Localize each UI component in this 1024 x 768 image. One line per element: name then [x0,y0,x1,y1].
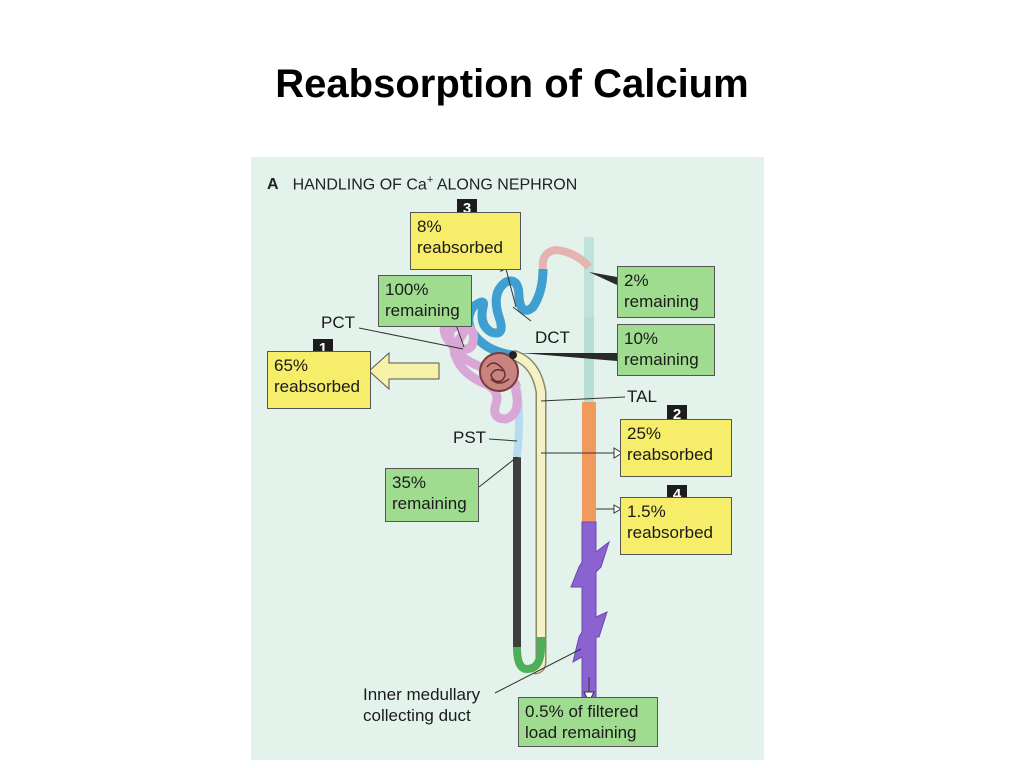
box-final-line2: load remaining [525,723,637,742]
box-100-text: remaining [385,301,460,320]
pst-pointer [488,438,518,442]
panel-letter: A [267,176,279,194]
box-1-5-reabsorbed: 1.5% reabsorbed [620,497,732,555]
box-35-value: 35% [392,473,427,492]
slide-title: Reabsorption of Calcium [275,62,749,106]
box-65-text: reabsorbed [274,377,361,396]
duct-label-pointer [494,648,582,694]
reabsorption-arrow-65 [368,351,440,391]
tal-pointer [540,396,626,402]
g35-pointer [478,456,518,488]
box-100-value: 100% [385,280,429,299]
box-100-remaining: 100% remaining [378,275,472,327]
box-10-text: remaining [624,350,699,369]
collecting-duct-label-line1: Inner medullary [363,685,481,704]
pct-pointer [358,327,464,350]
box-1-5-value: 1.5% [627,502,666,521]
glomerulus [479,352,519,392]
collecting-duct-label-line2: collecting duct [363,706,471,725]
dct-tubule [464,268,548,360]
box-8-text: reabsorbed [417,238,504,257]
nephron-figure: A HANDLING OF Ca+ ALONG NEPHRON PCT DCT T… [251,157,764,760]
collecting-duct-orange-segment [582,402,596,522]
box-65-reabsorbed: 65% reabsorbed [267,351,371,409]
header-superscript: + [426,174,434,186]
box-65-value: 65% [274,356,309,375]
box-1-5-text: reabsorbed [627,523,714,542]
g10-pointer [521,353,617,361]
header-text: HANDLING OF Ca [292,176,427,194]
box-2-remaining: 2% remaining [617,266,715,318]
box-8-reabsorbed: 8% reabsorbed [410,212,521,270]
box-35-text: remaining [392,494,467,513]
loop-bend [513,637,545,674]
box-final-line1: 0.5% of filtered [525,702,639,721]
g2-pointer [589,272,617,285]
box-2-text: remaining [624,292,699,311]
box-2-value: 2% [624,271,649,290]
pct-label: PCT [321,313,355,332]
figure-header: A HANDLING OF Ca+ ALONG NEPHRON [267,174,577,194]
dct-pointer [512,306,532,322]
box-25-value: 25% [627,424,662,443]
box-25-text: reabsorbed [627,445,714,464]
box-10-remaining: 10% remaining [617,324,715,376]
pst-label: PST [453,428,487,447]
box-final-remaining: 0.5% of filtered load remaining [518,697,658,747]
box-10-value: 10% [624,329,659,348]
box-8-value: 8% [417,217,442,236]
box-25-reabsorbed: 25% reabsorbed [620,419,732,477]
header-tail: ALONG NEPHRON [433,176,578,194]
tal-label: TAL [627,387,657,406]
dct-label: DCT [535,328,570,347]
box-35-remaining: 35% remaining [385,468,479,522]
collecting-duct-label: Inner medullary collecting duct [363,684,480,726]
